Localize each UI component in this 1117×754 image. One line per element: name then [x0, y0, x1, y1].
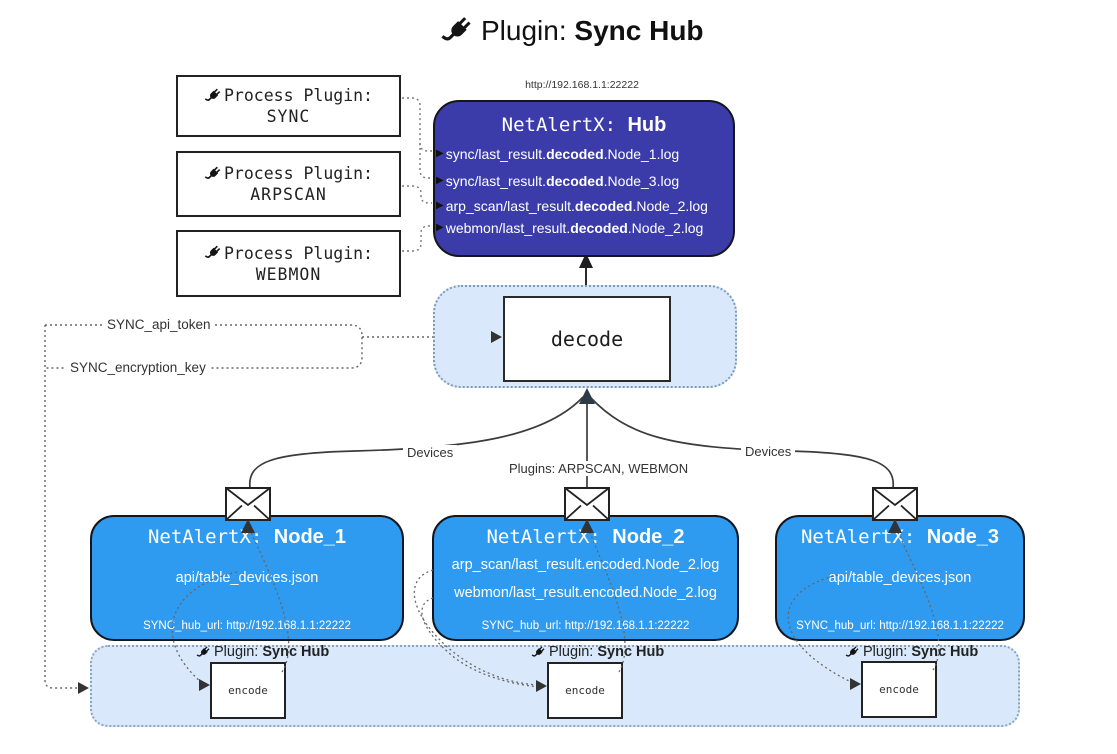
arrowhead-into-band: [78, 682, 89, 694]
encode-box: encode: [210, 662, 286, 719]
plug-icon: [204, 245, 221, 258]
envelope-icon: [564, 487, 610, 521]
plugin-box-connectors: [397, 97, 432, 252]
triangle-icon: ▶: [436, 148, 444, 159]
hub-title-prefix: NetAlertX:: [501, 114, 628, 136]
hub-log-line: ▶sync/last_result.decoded.Node_3.log: [436, 173, 680, 189]
plug-icon: [531, 645, 545, 657]
devices-label-left: Devices: [403, 445, 458, 460]
encode-section-label: Plugin: Sync Hub: [196, 644, 329, 660]
node-footer: SYNC_hub_url: http://192.168.1.1:22222: [143, 620, 351, 632]
encode-section-label: Plugin: Sync Hub: [845, 644, 978, 660]
triangle-icon: ▶: [436, 200, 444, 211]
encode-box: encode: [861, 661, 937, 718]
node-file-line: webmon/last_result.encoded.Node_2.log: [454, 585, 717, 601]
envelope-icon: [225, 487, 271, 521]
triangle-icon: ▶: [436, 222, 444, 233]
decode-box: decode: [503, 296, 671, 382]
node-title: NetAlertX: Node_2: [486, 526, 685, 548]
encode-section-label: Plugin: Sync Hub: [531, 644, 664, 660]
node-file-line: api/table_devices.json: [175, 570, 319, 586]
node-3-box: NetAlertX: Node_3 api/table_devices.json…: [775, 515, 1025, 641]
plug-icon: [204, 166, 221, 179]
devices-label-right: Devices: [741, 444, 796, 459]
hub-box: NetAlertX: Hub ▶sync/last_result.decoded…: [433, 100, 735, 257]
process-plugin-name: ARPSCAN: [250, 185, 327, 204]
process-plugin-label: Process Plugin:: [223, 164, 373, 183]
process-plugin-name: SYNC: [266, 107, 311, 126]
node-file-line: arp_scan/last_result.encoded.Node_2.log: [451, 557, 720, 573]
node-2-box: NetAlertX: Node_2 arp_scan/last_result.e…: [432, 515, 739, 641]
process-plugin-label: Process Plugin:: [223, 86, 373, 105]
plug-icon: [845, 645, 859, 657]
plugins-label: Plugins: ARPSCAN, WEBMON: [505, 461, 693, 476]
encode-box: encode: [547, 662, 623, 719]
process-plugin-box-webmon: Process Plugin: WEBMON: [176, 230, 401, 297]
triangle-icon: ▶: [436, 175, 444, 186]
process-plugin-label: Process Plugin:: [223, 243, 373, 263]
plug-icon: [441, 17, 471, 41]
process-plugin-box-sync: Process Plugin: SYNC: [176, 75, 401, 137]
page-title: Plugin: Sync Hub: [440, 14, 704, 48]
hub-log-line: ▶webmon/last_result.decoded.Node_2.log: [436, 220, 704, 236]
node-footer: SYNC_hub_url: http://192.168.1.1:22222: [796, 620, 1004, 632]
title-prefix: Plugin:: [481, 15, 575, 46]
plug-icon: [204, 88, 221, 101]
process-plugin-box-arpscan: Process Plugin: ARPSCAN: [176, 151, 401, 217]
arrowhead-into-decode-band: [579, 388, 595, 404]
node-title: NetAlertX: Node_3: [800, 526, 1000, 548]
hub-url: http://192.168.1.1:22222: [525, 79, 639, 91]
hub-log-line: ▶sync/last_result.decoded.Node_1.log: [436, 146, 680, 162]
envelope-icon: [872, 487, 918, 521]
sync-api-token-label: SYNC_api_token: [103, 317, 215, 332]
hub-title-name: Hub: [627, 114, 667, 136]
sync-encryption-key-label: SYNC_encryption_key: [66, 360, 210, 375]
hub-log-line: ▶arp_scan/last_result.decoded.Node_2.log: [436, 198, 708, 214]
hub-title: NetAlertX: Hub: [435, 114, 733, 137]
node-file-line: api/table_devices.json: [828, 570, 972, 586]
node-1-box: NetAlertX: Node_1 api/table_devices.json…: [90, 515, 404, 641]
plug-icon: [196, 645, 210, 657]
title-bold: Sync Hub: [574, 15, 704, 46]
process-plugin-name: WEBMON: [255, 264, 322, 284]
node-footer: SYNC_hub_url: http://192.168.1.1:22222: [481, 620, 690, 632]
node-title: NetAlertX: Node_1: [147, 526, 347, 548]
